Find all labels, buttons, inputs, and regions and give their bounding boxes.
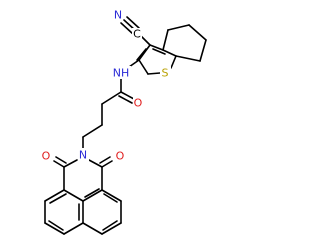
- bond-naph-8-inner: [103, 193, 118, 203]
- bond-imide-n-right: [88, 159, 103, 168]
- bond-thiophene-4: [170, 55, 177, 69]
- bond-naph-10: [101, 222, 122, 235]
- bond-thiophene-1: [138, 44, 151, 61]
- atom-label-imide-n: N: [79, 149, 87, 162]
- molecule-structure-diagram: C N NH S O N O O: [40, 8, 207, 235]
- atom-label-imide-o-right: O: [116, 150, 125, 163]
- atom-label-amide-o: O: [134, 97, 143, 110]
- bond-naph-2-inner: [84, 188, 100, 198]
- bond-thiophene-1-inner: [136, 48, 147, 61]
- bond-chain-3: [82, 124, 103, 138]
- atom-label-cyano-c: C: [133, 28, 141, 41]
- bond-imide-right-o-a: [101, 160, 113, 168]
- bond-layer: [44, 16, 207, 235]
- bond-naph-6: [63, 222, 84, 235]
- bond-carbonyl-o-b: [118, 95, 133, 104]
- bond-naph-5: [44, 222, 65, 235]
- atom-label-cyano-n: N: [114, 9, 122, 22]
- atom-label-imide-o-left: O: [42, 150, 51, 163]
- bond-hex-5: [175, 55, 201, 62]
- bond-hex-1: [162, 29, 169, 51]
- bond-naph-11: [82, 222, 103, 235]
- bond-hex-2: [167, 24, 190, 31]
- bond-nitrile-c: [126, 16, 140, 29]
- bond-hex-3: [188, 24, 207, 41]
- bond-carbonyl-o-a: [120, 91, 135, 100]
- bond-naph-10-inner: [102, 220, 118, 231]
- bond-imide-left-o-a: [53, 160, 65, 168]
- bond-c-to-cyano: [140, 35, 151, 46]
- atom-label-amide-nh: NH: [113, 67, 130, 80]
- bond-naph-3: [44, 189, 65, 202]
- bond-imide-left-o-b: [55, 156, 67, 164]
- bond-hex-4: [199, 39, 207, 62]
- bond-thiophene-2: [138, 59, 149, 75]
- bond-naph-8: [101, 189, 122, 202]
- bond-imide-n-left: [63, 159, 78, 168]
- atom-label-thiophene-s: S: [162, 67, 169, 80]
- bond-c-to-nh: [128, 59, 140, 68]
- bond-naph-2: [82, 189, 103, 202]
- bond-thiophene-5: [162, 49, 177, 57]
- bond-naph-1: [63, 189, 84, 202]
- bond-thiophene-6-inner: [152, 48, 166, 55]
- bond-imide-right-o-b: [99, 156, 111, 164]
- bond-naph-5-inner: [48, 220, 64, 231]
- atom-label-layer: C N NH S O N O O: [40, 8, 171, 163]
- bond-thiophene-6: [149, 44, 164, 51]
- bond-chain-1: [101, 91, 122, 105]
- bond-naph-3-inner: [49, 193, 67, 204]
- bond-thiophene-3: [147, 72, 161, 75]
- bond-nitrile-b: [120, 22, 134, 35]
